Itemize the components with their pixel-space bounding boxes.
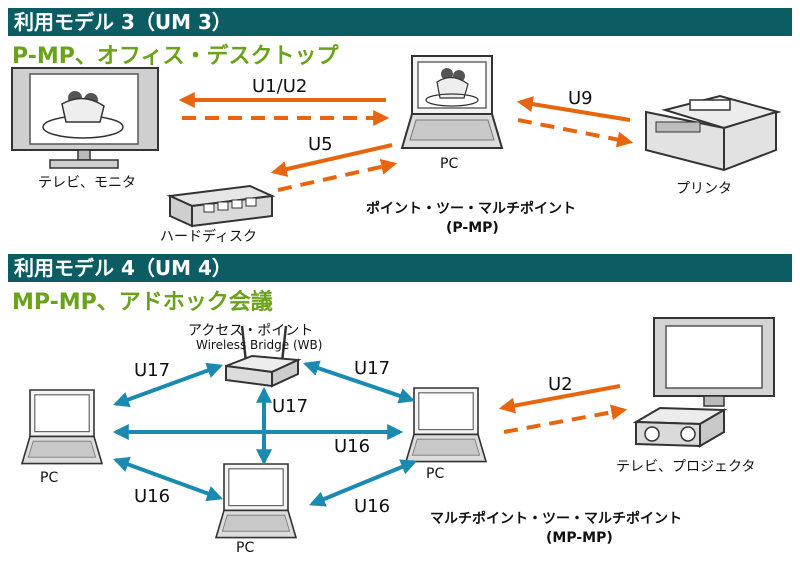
um4-caption-line1: マルチポイント・ツー・マルチポイント: [430, 511, 682, 527]
label-wireless-bridge: Wireless Bridge (WB): [196, 338, 323, 352]
tv-projector-icon: [632, 317, 775, 448]
laptop-pc-bottom-icon: [215, 463, 297, 539]
label-u9: U9: [568, 88, 593, 109]
arrow-u9-dashed: [517, 118, 634, 148]
arrow-u16-left: [112, 456, 224, 502]
label-u2: U2: [548, 374, 573, 395]
arrow-u17-right: [302, 360, 416, 404]
label-u5: U5: [308, 134, 333, 155]
arrow-u2-dashed: [503, 404, 628, 434]
label-pc-left: PC: [40, 470, 59, 486]
label-pc-bottom: PC: [236, 540, 255, 556]
label-tv-monitor: テレビ、モニタ: [38, 175, 136, 191]
laptop-pc-right-icon: [405, 387, 487, 463]
label-u17-right: U17: [354, 358, 391, 379]
label-pc: PC: [440, 156, 459, 172]
label-u16-mid: U16: [334, 436, 371, 457]
label-u17-left: U17: [134, 360, 171, 381]
um4-subtitle: MP-MP、アドホック会議: [12, 290, 273, 315]
um3-caption-line2: (P-MP): [446, 220, 499, 236]
label-tv-projector: テレビ、プロジェクタ: [616, 459, 756, 475]
label-printer: プリンタ: [676, 181, 732, 197]
laptop-pc-icon: [401, 55, 503, 149]
um3-header: 利用モデル 3（UM 3）: [8, 8, 792, 36]
arrow-u16-right: [309, 459, 417, 507]
um3-caption-line1: ポイント・ツー・マルチポイント: [366, 201, 576, 217]
hard-disk-icon: [166, 184, 276, 228]
arrow-u9-solid: [516, 96, 631, 122]
laptop-pc-left-icon: [21, 389, 103, 465]
label-u16-right: U16: [354, 496, 391, 517]
um3-subtitle: P-MP、オフィス・デスクトップ: [12, 44, 339, 69]
label-u16-left: U16: [134, 486, 171, 507]
wireless-bridge-icon: [225, 325, 302, 388]
label-pc-right: PC: [426, 466, 445, 482]
um4-header: 利用モデル 4（UM 4）: [8, 254, 792, 282]
arrow-u5-dashed: [277, 158, 398, 192]
um4-caption-line2: (MP-MP): [546, 530, 613, 546]
label-hard-disk: ハードディスク: [160, 229, 258, 245]
label-u1u2: U1/U2: [252, 76, 308, 97]
label-access-point: アクセス・ポイント: [188, 323, 314, 339]
arrow-u5-solid: [270, 143, 393, 177]
printer-icon: [645, 94, 782, 172]
arrow-u2-solid: [498, 384, 621, 414]
arrow-u17-left: [112, 362, 224, 408]
tv-monitor-icon: [11, 67, 159, 169]
label-u17-center: U17: [272, 396, 309, 417]
